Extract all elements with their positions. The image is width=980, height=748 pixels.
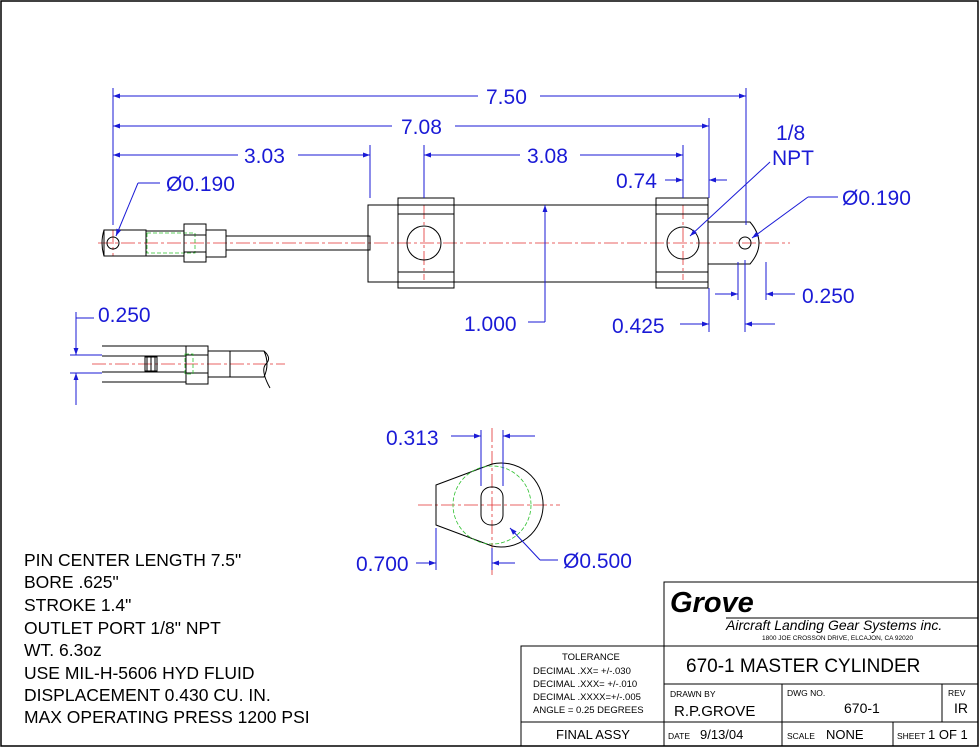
- title-block: [520, 581, 979, 747]
- drawing-title: 670-1 MASTER CYLINDER: [686, 656, 920, 677]
- note-line: DISPLACEMENT 0.430 CU. IN.: [24, 685, 271, 705]
- note-line: BORE .625": [24, 572, 119, 592]
- dim-overall-length: 7.50: [486, 86, 527, 109]
- rev-value: IR: [954, 700, 968, 716]
- rev-label: REV: [948, 688, 966, 698]
- company-logo: Grove: [670, 587, 754, 619]
- date-value: 9/13/04: [700, 727, 743, 742]
- dim-eye-slot: 0.313: [386, 427, 439, 450]
- dim-eye-width: 0.700: [356, 553, 409, 576]
- dim-port-size-1: 1/8: [776, 122, 805, 145]
- tolerance-line: DECIMAL .XX= +/-.030: [533, 666, 631, 677]
- note-line: STROKE 1.4": [24, 595, 131, 615]
- note-line: USE MIL-H-5606 HYD FLUID: [24, 663, 254, 683]
- tolerance-line: DECIMAL .XXXX=+/-.005: [533, 692, 641, 703]
- tolerance-line: DECIMAL .XXX= +/-.010: [533, 679, 637, 690]
- note-line: MAX OPERATING PRESS 1200 PSI: [24, 707, 310, 727]
- dim-rod-length: 3.03: [244, 145, 285, 168]
- cylinder-body: [367, 197, 760, 289]
- dwg-no-value: 670-1: [844, 700, 880, 716]
- scale-value: NONE: [826, 727, 864, 742]
- date-label: DATE: [668, 731, 690, 741]
- note-line: OUTLET PORT 1/8" NPT: [24, 618, 221, 638]
- dim-clevis-slot: 0.250: [98, 304, 151, 327]
- note-line: WT. 6.3oz: [24, 640, 102, 660]
- note-line: PIN CENTER LENGTH 7.5": [24, 550, 241, 570]
- eye-end-view: [416, 428, 560, 575]
- drawn-by-value: R.P.GROVE: [674, 703, 755, 720]
- dimension-lines: [112, 88, 838, 332]
- dim-port-offset: 0.74: [616, 170, 657, 193]
- dim-port-size-2: NPT: [772, 147, 814, 170]
- dim-tab-length: 0.425: [612, 315, 665, 338]
- cylinder-side-view: [98, 197, 790, 289]
- dim-port-spacing: 3.08: [527, 145, 568, 168]
- company-address: 1800 JOE CROSSON DRIVE, ELCAJON, CA 9202…: [762, 635, 913, 642]
- general-notes: PIN CENTER LENGTH 7.5" BORE .625" STROKE…: [24, 550, 310, 727]
- tolerance-heading: TOLERANCE: [562, 652, 620, 663]
- dim-body-height: 1.000: [464, 313, 517, 336]
- dim-right-tab-width: 0.250: [802, 285, 855, 308]
- dim-right-pin-dia: Ø0.190: [842, 187, 911, 210]
- dim-eye-dia: Ø0.500: [563, 550, 632, 573]
- tolerance-line: ANGLE = 0.25 DEGREES: [533, 705, 644, 716]
- dim-left-pin-dia: Ø0.190: [166, 173, 235, 196]
- sheet-label: SHEET: [897, 731, 925, 741]
- sheet-value: 1 OF 1: [928, 727, 968, 742]
- scale-label: SCALE: [787, 731, 815, 741]
- left-rod-end: [101, 223, 371, 263]
- company-subtitle: Aircraft Landing Gear Systems inc.: [725, 617, 942, 633]
- clevis-top-view: [70, 312, 285, 405]
- dim-body-length: 7.08: [401, 116, 442, 139]
- drawn-by-label: DRAWN BY: [670, 689, 716, 699]
- final-assy: FINAL ASSY: [556, 727, 630, 742]
- dwg-no-label: DWG NO.: [787, 688, 825, 698]
